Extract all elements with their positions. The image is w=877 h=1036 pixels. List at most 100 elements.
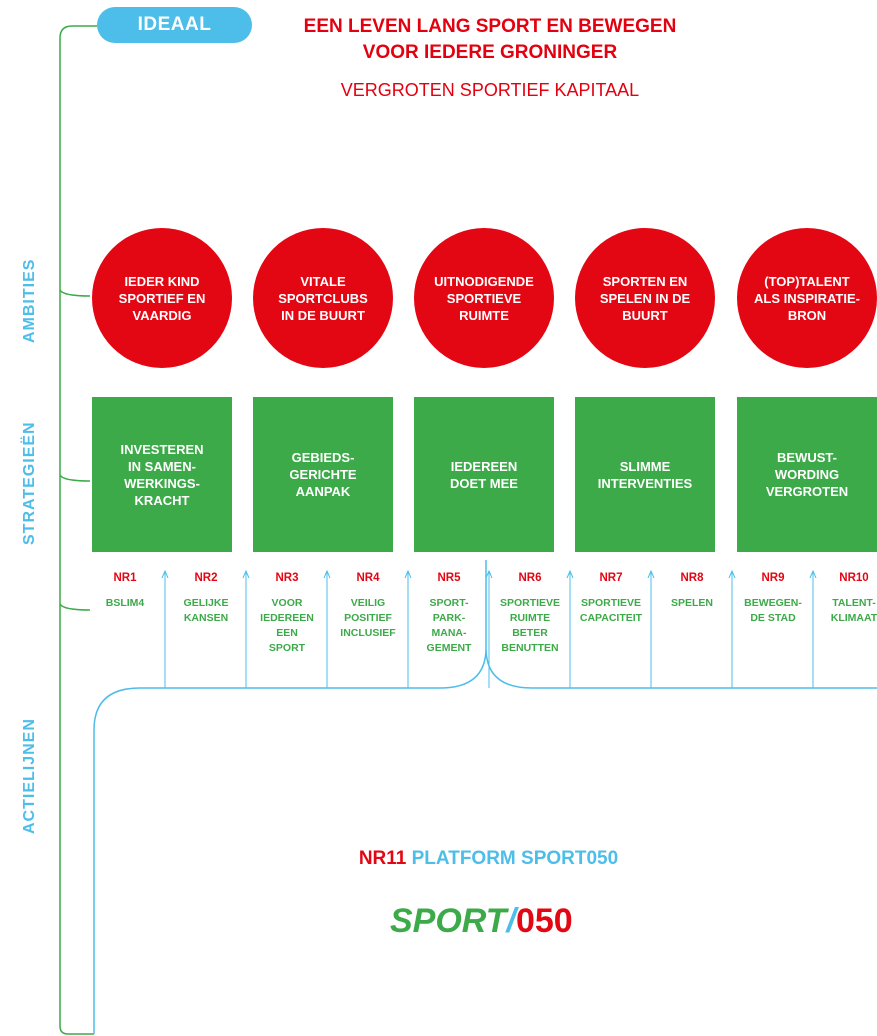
text-line: INCLUSIEF	[340, 627, 396, 639]
ideal-title-line2: VOOR IEDERE GRONINGER	[362, 42, 618, 63]
logo-word: SPORT	[390, 902, 507, 940]
text-line: IEDER KIND	[124, 273, 200, 289]
text-line: IN DE BUURT	[281, 307, 365, 323]
text-line: VEILIG	[350, 597, 386, 609]
action-line-label: TALENT- KLIMAAT	[815, 596, 877, 626]
text-line: BRON	[787, 307, 827, 323]
action-line-label: VOOR IEDEREEN EEN SPORT	[248, 596, 326, 656]
text-line: TALENT-	[832, 597, 876, 609]
text-line: WORDING	[774, 467, 840, 482]
action-line-number: NR5	[437, 572, 461, 584]
text-line: SPORT	[268, 642, 306, 654]
text-line: CAPACITEIT	[579, 612, 643, 624]
text-line: GEBIEDS-	[291, 450, 355, 465]
sport050-logo: SPORT/050	[390, 902, 573, 941]
text-line: GERICHTE	[289, 467, 357, 482]
text-line: ALS INSPIRATIE-	[754, 290, 860, 306]
ideal-title-line1: EEN LEVEN LANG SPORT EN BEWEGEN	[303, 16, 677, 37]
platform-name: PLATFORM SPORT050	[411, 848, 619, 869]
action-line-number: NR8	[680, 572, 704, 584]
platform-title: NR11 PLATFORM SPORT050	[100, 848, 877, 870]
text-line: SPELEN IN DE	[599, 290, 691, 306]
text-line: IEDEREEN	[260, 612, 314, 624]
text-line: KLIMAAT	[830, 612, 877, 624]
arrow-head	[485, 569, 493, 579]
platform-nr: NR11	[358, 848, 407, 869]
arrow-head	[728, 569, 736, 579]
text-line: PARK-	[432, 612, 466, 624]
side-label-actielijnen: ACTIELIJNEN	[21, 718, 38, 834]
side-label-strategieen: STRATEGIEËN	[21, 421, 38, 545]
text-line: MANA-	[431, 627, 467, 639]
text-line: IEDEREEN	[450, 458, 518, 474]
text-line: SPORTIEF EN	[118, 290, 206, 306]
arrow-head	[566, 569, 574, 579]
action-line-label: BEWEGEN- DE STAD	[734, 596, 812, 626]
text-line: DE STAD	[750, 612, 796, 624]
text-line: SPELEN	[670, 597, 713, 609]
arrow-head	[161, 569, 169, 579]
text-line: AANPAK	[295, 484, 351, 499]
action-line-label: SPORTIEVE CAPACITEIT	[572, 596, 650, 626]
side-label-ambities: AMBITIES	[21, 258, 38, 343]
action-line-number: NR3	[275, 572, 299, 584]
logo-number: 050	[515, 902, 573, 940]
action-line-number: NR10	[839, 572, 869, 584]
text-line: POSITIEF	[344, 612, 392, 624]
text-line: KRACHT	[134, 492, 190, 508]
strategy-box: GEBIEDS- GERICHTE AANPAK	[253, 397, 393, 552]
action-line-number: NR2	[194, 572, 218, 584]
action-line-number: NR9	[761, 572, 785, 584]
text-line: BEWUST-	[777, 450, 837, 465]
text-line: VERGROTEN	[765, 484, 849, 499]
text-line: VOOR	[271, 597, 303, 609]
ideal-subtitle: VERGROTEN SPORTIEF KAPITAAL	[340, 80, 640, 100]
text-line: VITALE	[300, 273, 346, 289]
action-line-number: NR4	[356, 572, 380, 584]
text-line: SPORTIEVE	[446, 290, 522, 306]
arrow-head	[647, 569, 655, 579]
text-line: BEWEGEN-	[744, 597, 802, 609]
text-line: SLIMME	[619, 458, 671, 474]
text-line: WERKINGS-	[124, 475, 200, 491]
text-line: GEMENT	[426, 642, 472, 654]
text-line: RUIMTE	[459, 307, 509, 323]
text-line: GELIJKE	[183, 597, 229, 609]
text-line: VAARDIG	[132, 307, 192, 323]
action-line-label: SPELEN	[653, 596, 731, 611]
logo-slash: /	[506, 902, 516, 940]
text-line: INVESTEREN	[120, 441, 204, 457]
arrow-head	[242, 569, 250, 579]
action-line-label: VEILIG POSITIEF INCLUSIEF	[329, 596, 407, 641]
text-line: RUIMTE	[509, 612, 551, 624]
text-line: DOET MEE	[450, 475, 518, 491]
action-line-number: NR7	[599, 572, 623, 584]
text-line: UITNODIGENDE	[434, 273, 534, 289]
action-line-label: SPORT- PARK- MANA- GEMENT	[410, 596, 488, 656]
text-line: SPORTIEVE	[499, 597, 561, 609]
text-line: BUURT	[622, 307, 668, 323]
ideal-pill: IDEAAL	[97, 7, 252, 43]
text-line: INTERVENTIES	[597, 475, 693, 491]
arrow-head	[323, 569, 331, 579]
text-line: SPORTIEVE	[580, 597, 642, 609]
text-line: EEN	[276, 627, 298, 639]
action-line-label: BSLIM4	[86, 596, 164, 611]
text-line: BETER	[512, 627, 548, 639]
action-line-number: NR6	[518, 572, 542, 584]
text-line: SPORTCLUBS	[278, 290, 368, 306]
text-line: SPORTEN EN	[602, 273, 688, 289]
text-line: BSLIM4	[105, 597, 145, 609]
arrow-head	[404, 569, 412, 579]
text-line: SPORT-	[429, 597, 469, 609]
